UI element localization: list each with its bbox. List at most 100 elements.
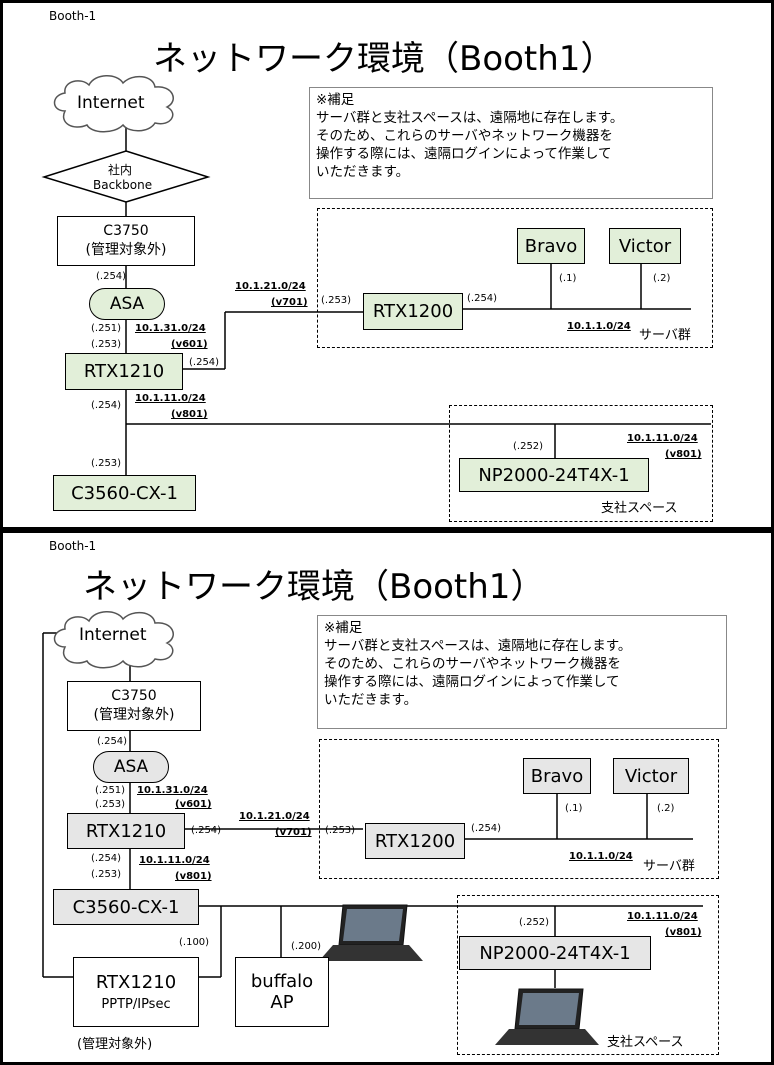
rtx-pptp-note: (管理対象外) <box>77 1037 153 1052</box>
rtx1200-node: RTX1200 <box>363 293 463 330</box>
bravo-server: Bravo <box>523 758 591 794</box>
ip-label: (.2) <box>657 803 675 814</box>
ip-label: (.254) <box>97 736 128 747</box>
laptop-icon-1 <box>319 904 423 961</box>
internet-cloud-shape <box>53 611 174 669</box>
victor-server: Victor <box>613 758 689 794</box>
note-line: 操作する際には、遠隔ログインによって作業して <box>324 674 620 690</box>
branch-area <box>449 405 713 522</box>
buffalo-name: buffalo <box>250 971 314 992</box>
np2000-node: NP2000-24T4X-1 <box>459 936 651 970</box>
page-title: ネットワーク環境（Booth1） <box>83 567 545 607</box>
branch-space-label: 支社スペース <box>607 1035 684 1050</box>
server-group-area <box>319 739 719 879</box>
c3750-name: C3750 <box>111 688 157 704</box>
vlan-label: (v801) <box>665 449 702 460</box>
ip-label: (.254) <box>91 400 122 411</box>
booth-tag: Booth-1 <box>49 539 97 553</box>
branch-area <box>457 895 719 1055</box>
server-group-area <box>317 208 713 348</box>
internet-label: Internet <box>77 93 145 113</box>
asa-node: ASA <box>89 288 165 320</box>
network-label: 10.1.21.0/24 <box>235 281 306 292</box>
ip-label: (.2) <box>653 273 671 284</box>
ip-label: (.252) <box>513 441 544 452</box>
network-label: 10.1.11.0/24 <box>139 855 210 866</box>
c3750-box: C3750 (管理対象外) <box>57 216 195 266</box>
network-label: 10.1.11.0/24 <box>627 433 698 444</box>
ip-label: (.254) <box>96 271 127 282</box>
vlan-label: (v601) <box>171 339 208 350</box>
vlan-label: (v701) <box>271 297 308 308</box>
c3750-note: (管理対象外) <box>93 707 175 723</box>
note-line: ※補足 <box>316 92 355 108</box>
note-line: サーバ群と支社スペースは、遠隔地に存在します。 <box>316 110 624 126</box>
network-label: 10.1.1.0/24 <box>567 321 631 332</box>
buffalo-type: AP <box>270 992 294 1013</box>
rtx1210-node: RTX1210 <box>65 353 183 390</box>
note-line: サーバ群と支社スペースは、遠隔地に存在します。 <box>324 638 632 654</box>
victor-server: Victor <box>609 228 681 264</box>
ip-label: (.253) <box>91 458 122 469</box>
ip-label: (.253) <box>325 825 356 836</box>
ip-label: (.100) <box>179 937 210 948</box>
ip-label: (.254) <box>467 293 498 304</box>
vlan-label: (v801) <box>171 409 208 420</box>
note-line: そのため、これらのサーバやネットワーク機器を <box>324 656 621 672</box>
buffalo-ap-box: buffalo AP <box>235 957 329 1027</box>
network-label: 10.1.21.0/24 <box>239 811 310 822</box>
page-title: ネットワーク環境（Booth1） <box>153 39 615 79</box>
note-line: いただきます。 <box>316 164 410 180</box>
internet-cloud-shape <box>53 75 174 133</box>
ip-label: (.1) <box>559 273 577 284</box>
diagram-panel-top: Booth-1 ネットワーク環境（Booth1） ※補足 サーバ群と支社スペース… <box>0 0 774 530</box>
note-line: ※補足 <box>324 620 363 636</box>
ip-label: (.254) <box>191 825 222 836</box>
rtx-pptp-name: RTX1210 <box>95 972 177 993</box>
ip-label: (.254) <box>189 357 220 368</box>
vlan-label: (v801) <box>175 871 212 882</box>
branch-space-label: 支社スペース <box>601 501 678 516</box>
network-label: 10.1.31.0/24 <box>135 323 206 334</box>
c3750-box: C3750 (管理対象外) <box>67 681 201 731</box>
network-label: 10.1.1.0/24 <box>569 851 633 862</box>
vlan-label: (v601) <box>175 799 212 810</box>
server-group-label: サーバ群 <box>639 328 691 343</box>
c3750-note: (管理対象外) <box>85 242 167 258</box>
rtx-pptp-box: RTX1210 PPTP/IPsec <box>73 957 199 1027</box>
backbone-label-2: Backbone <box>93 178 153 192</box>
network-label: 10.1.11.0/24 <box>627 911 698 922</box>
ip-label: (.1) <box>565 803 583 814</box>
network-label: 10.1.31.0/24 <box>137 785 208 796</box>
note-box: ※補足 サーバ群と支社スペースは、遠隔地に存在します。 そのため、これらのサーバ… <box>317 615 727 729</box>
backbone-diamond-shape <box>41 150 211 203</box>
note-box: ※補足 サーバ群と支社スペースは、遠隔地に存在します。 そのため、これらのサーバ… <box>309 87 713 199</box>
rtx1210-node: RTX1210 <box>67 813 185 849</box>
vlan-label: (v801) <box>665 927 702 938</box>
np2000-node: NP2000-24T4X-1 <box>459 458 649 492</box>
note-line: いただきます。 <box>324 692 418 708</box>
backbone-label-1: 社内 <box>108 163 133 177</box>
ip-label: (.251) <box>91 323 122 334</box>
asa-node: ASA <box>93 751 169 783</box>
laptop-icon-2 <box>495 988 599 1045</box>
note-line: 操作する際には、遠隔ログインによって作業して <box>316 146 612 162</box>
ip-label: (.253) <box>91 869 122 880</box>
internet-label: Internet <box>79 625 147 645</box>
c3750-name: C3750 <box>103 223 149 239</box>
connection-lines <box>42 611 703 1045</box>
rtx1200-node: RTX1200 <box>365 823 465 859</box>
bravo-server: Bravo <box>517 228 585 264</box>
ip-label: (.254) <box>91 853 122 864</box>
c3560-node: C3560-CX-1 <box>53 475 196 511</box>
ip-label: (.200) <box>291 941 322 952</box>
ip-label: (.253) <box>321 295 352 306</box>
ip-label: (.254) <box>471 823 502 834</box>
rtx-pptp-protocol: PPTP/IPsec <box>101 997 171 1012</box>
connection-lines <box>41 75 711 475</box>
ip-label: (.253) <box>91 339 122 350</box>
c3560-node: C3560-CX-1 <box>53 889 199 925</box>
ip-label: (.251) <box>95 785 126 796</box>
network-label: 10.1.11.0/24 <box>135 393 206 404</box>
vlan-label: (v701) <box>275 827 312 838</box>
